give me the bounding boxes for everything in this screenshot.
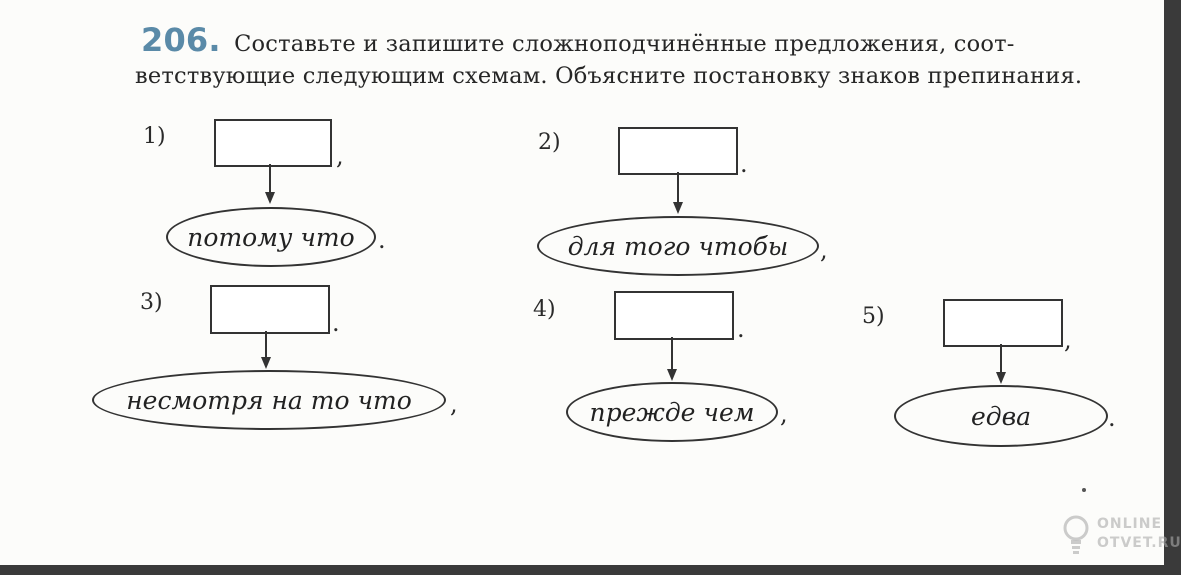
watermark-line1: ONLINE xyxy=(1097,516,1163,532)
scheme-2-conjunction: для того чтобы xyxy=(567,231,789,261)
watermark-line2: OTVET.RU xyxy=(1097,535,1181,551)
scheme-5-box-punct: , xyxy=(1064,326,1072,354)
exercise-instruction-line2: ветствующие следующим схемам. Объясните … xyxy=(135,63,1083,89)
scheme-3-conjunction: несмотря на то что xyxy=(126,385,412,415)
scheme-3-oval-punct: , xyxy=(450,390,458,418)
scheme-3-main-clause-box xyxy=(210,285,330,334)
scheme-2-oval-punct: , xyxy=(820,236,828,264)
scheme-1-main-clause-box xyxy=(214,119,332,167)
scheme-4-oval-punct: , xyxy=(780,400,788,428)
scheme-2-main-clause-box xyxy=(618,127,738,175)
scheme-5-conjunction-oval: едва xyxy=(894,385,1108,447)
scheme-4-arrow xyxy=(667,337,677,381)
exercise-text: 206. Составьте и запишите сложноподчинён… xyxy=(135,21,1141,92)
scheme-3-conjunction-oval: несмотря на то что xyxy=(92,370,446,430)
scheme-2-arrow xyxy=(673,172,683,214)
scheme-2-box-punct: . xyxy=(740,150,748,178)
scheme-3-arrow xyxy=(261,331,271,369)
scheme-1-oval-punct: . xyxy=(378,226,386,254)
scan-edge-right xyxy=(1164,0,1181,575)
scheme-3-label: 3) xyxy=(140,290,163,315)
scheme-4-conjunction-oval: прежде чем xyxy=(566,382,778,442)
scheme-4-label: 4) xyxy=(533,297,556,322)
scheme-5-arrow xyxy=(996,344,1006,384)
scheme-2-label: 2) xyxy=(538,130,561,155)
scheme-5-main-clause-box xyxy=(943,299,1063,347)
watermark: ONLINE OTVET.RU xyxy=(1061,509,1181,561)
textbook-page xyxy=(0,0,1164,565)
scheme-1-box-punct: , xyxy=(336,142,344,170)
scheme-1-label: 1) xyxy=(143,124,166,149)
scheme-1-arrow xyxy=(265,164,275,204)
scheme-4-conjunction: прежде чем xyxy=(589,397,755,427)
scheme-2-conjunction-oval: для того чтобы xyxy=(537,216,819,276)
exercise-instruction-line1: Составьте и запишите сложноподчинённые п… xyxy=(234,31,1015,57)
scheme-5-conjunction: едва xyxy=(970,401,1032,431)
lightbulb-icon xyxy=(1063,515,1089,554)
scheme-5-oval-punct: . xyxy=(1108,404,1116,432)
scheme-5-label: 5) xyxy=(862,304,885,329)
exercise-number: 206. xyxy=(141,21,221,59)
scheme-3-box-punct: . xyxy=(332,309,340,337)
scheme-1-conjunction: потому что xyxy=(187,222,355,252)
ink-speck xyxy=(1082,488,1086,492)
watermark-text: ONLINE OTVET.RU xyxy=(1097,515,1181,553)
scheme-1-conjunction-oval: потому что xyxy=(166,207,376,267)
scan-edge-bottom xyxy=(0,565,1181,575)
scheme-4-main-clause-box xyxy=(614,291,734,340)
scheme-4-box-punct: . xyxy=(737,315,745,343)
